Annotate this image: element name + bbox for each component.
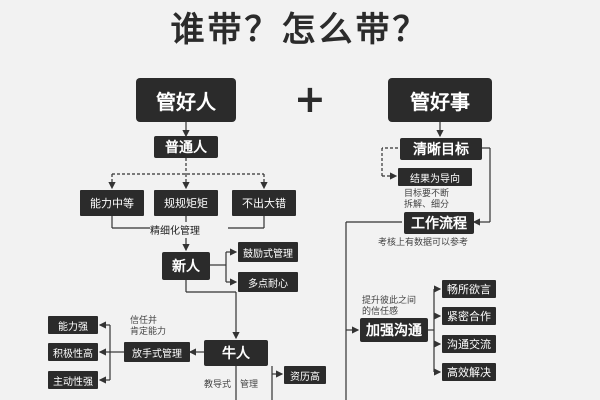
data-reference-note: 考核上有数据可以参考: [378, 238, 469, 248]
communication-exchange-box: 沟通交流: [442, 335, 496, 353]
manage-people-heading: 管好人: [136, 78, 236, 122]
result-oriented-box: 结果为导向: [398, 168, 472, 186]
expert-trait-strong-ability: 能力强: [48, 316, 98, 334]
teaching-management-label: 教导式 管理: [204, 380, 259, 390]
trust-ability-note: 信任并肯定能力: [130, 316, 167, 337]
newcomer-node: 新人: [162, 252, 210, 280]
manage-tasks-heading: 管好事: [388, 78, 492, 122]
close-cooperation-box: 紧密合作: [442, 307, 496, 325]
strengthen-communication-node: 加强沟通: [360, 318, 428, 342]
clear-goal-node: 清晰目标: [400, 138, 482, 160]
efficient-resolution-box: 高效解决: [442, 363, 496, 381]
expert-trait-proactive: 主动性强: [48, 371, 98, 389]
expert-node: 牛人: [204, 340, 268, 366]
ordinary-people-node: 普通人: [154, 136, 218, 158]
seniority-box: 资历高: [284, 366, 326, 384]
encouraging-management-box: 鼓励式管理: [238, 242, 298, 262]
delegation-management-box: 放手式管理: [124, 342, 190, 362]
speak-freely-box: 畅所欲言: [442, 280, 496, 298]
trait-moderate-ability: 能力中等: [80, 190, 144, 216]
refined-management-label: 精细化管理: [150, 226, 200, 237]
page-title: 谁带？怎么带？: [170, 10, 430, 50]
trait-no-big-mistakes: 不出大错: [232, 190, 296, 216]
more-patience-box: 多点耐心: [238, 272, 298, 292]
trait-rule-follower: 规规矩矩: [154, 190, 218, 216]
expert-trait-high-enthusiasm: 积极性高: [48, 343, 98, 361]
workflow-node: 工作流程: [404, 212, 474, 234]
goal-breakdown-note: 目标要不断拆解、细分: [404, 189, 450, 210]
mutual-trust-note: 提升彼此之间的信任感: [362, 296, 417, 317]
plus-sign: +: [294, 77, 326, 121]
